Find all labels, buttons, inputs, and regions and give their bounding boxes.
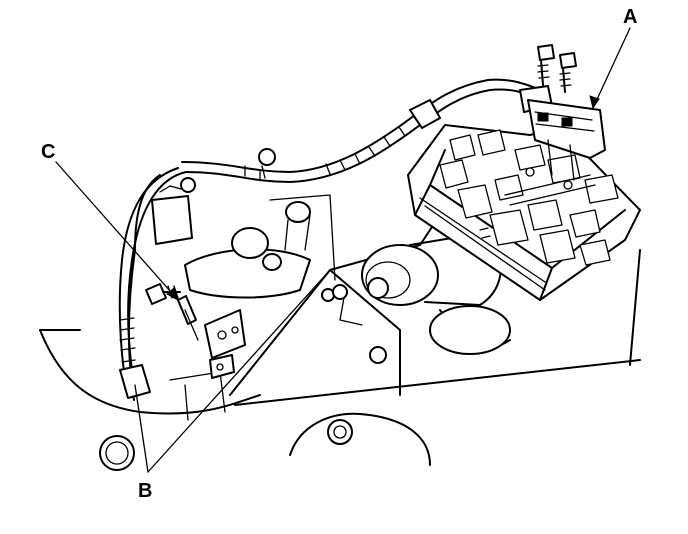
callout-label-a: A bbox=[623, 6, 637, 28]
ground-bracket bbox=[204, 309, 246, 379]
relay-box bbox=[151, 177, 196, 245]
fuse-relay-box bbox=[407, 124, 641, 301]
callout-label-c: C bbox=[41, 141, 55, 163]
strut-tower bbox=[289, 412, 431, 466]
mounting-bolt-left bbox=[537, 44, 555, 86]
reservoir bbox=[184, 194, 336, 299]
callout-b-leader bbox=[134, 269, 331, 473]
callout-label-b: B bbox=[138, 480, 152, 502]
wire-harness bbox=[118, 78, 553, 399]
body-plug bbox=[99, 435, 135, 471]
ground-bolt bbox=[145, 283, 199, 341]
callout-c-leader bbox=[55, 161, 179, 302]
mounting-bolt-right bbox=[559, 52, 577, 93]
callout-a-leader bbox=[589, 27, 631, 110]
fuse-box-cover-connector bbox=[527, 99, 606, 181]
